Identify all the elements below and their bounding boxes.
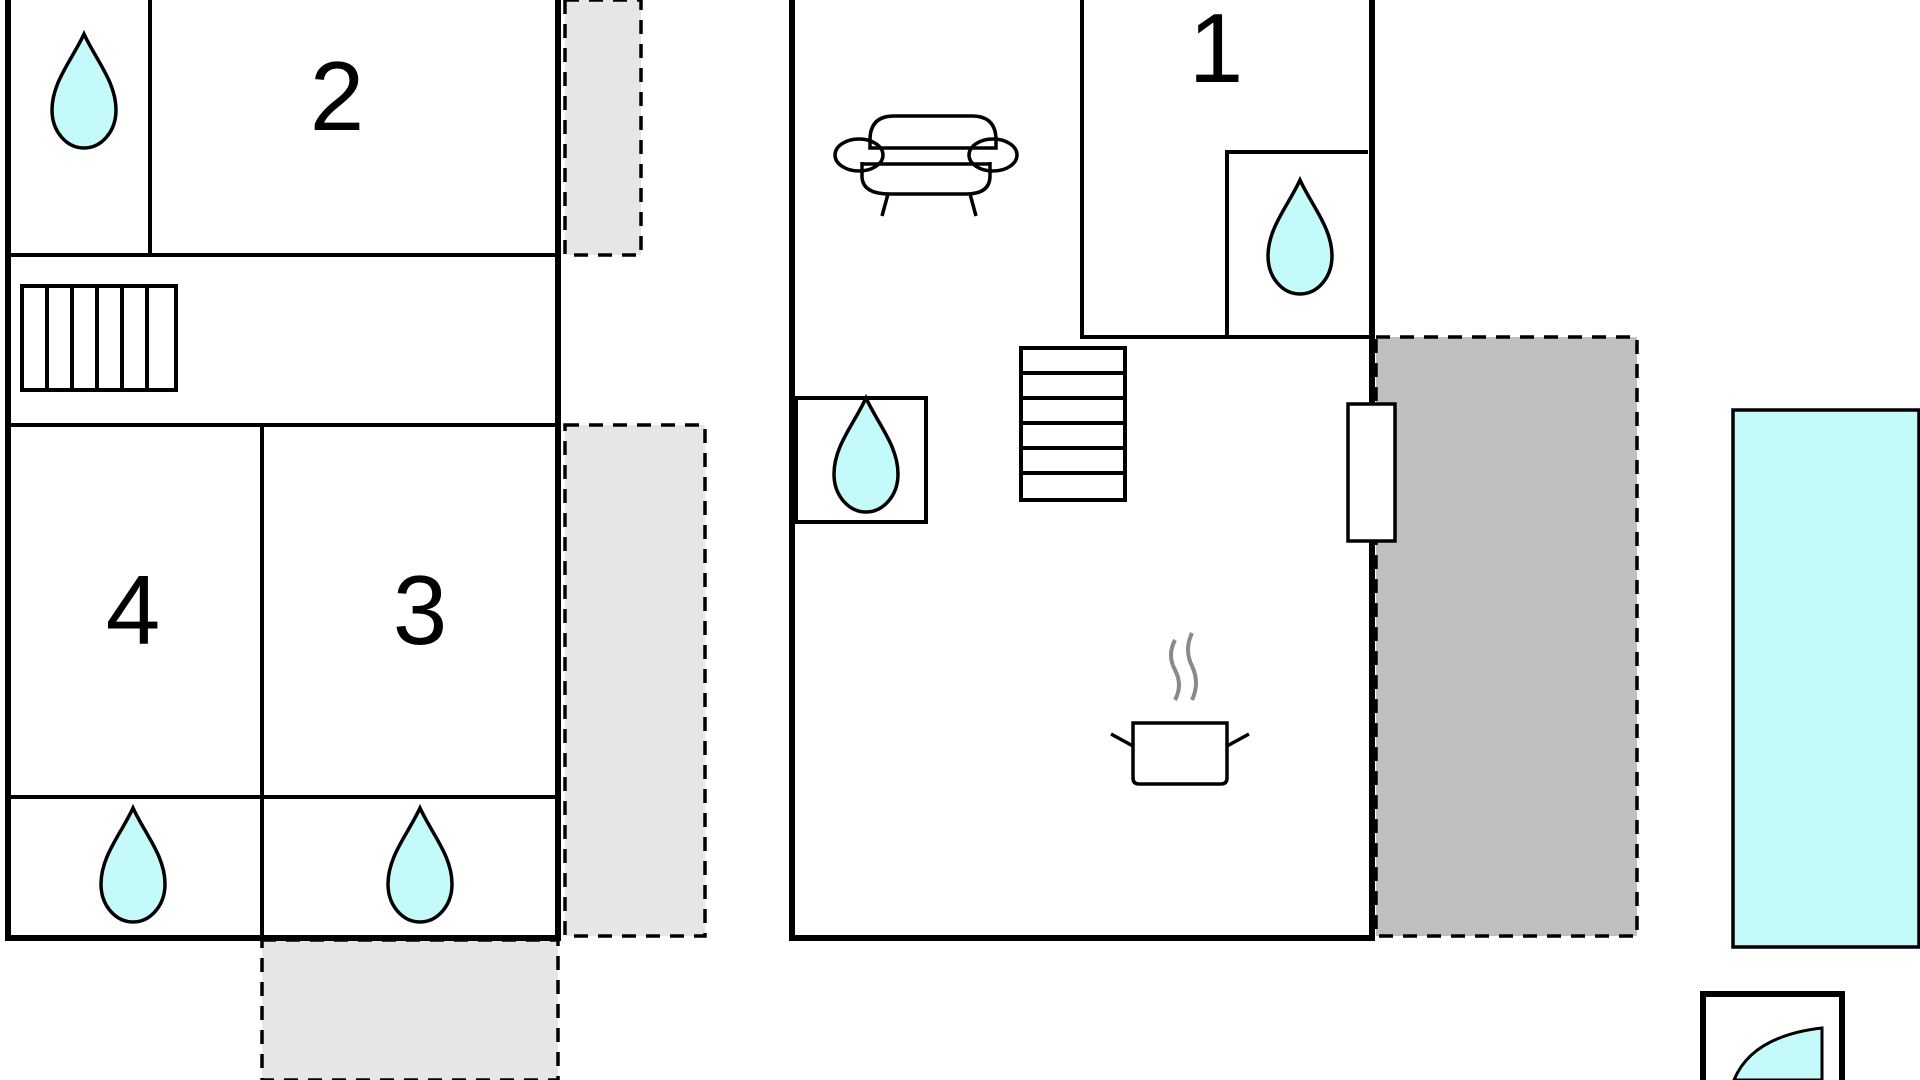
water-drop-icon (99, 803, 167, 924)
outer-wall-left (5, 0, 561, 941)
water-drop-icon (832, 393, 900, 514)
shower-door-icon (1700, 991, 1845, 1080)
building-right (789, 0, 1397, 941)
room-number-2: 2 (310, 41, 365, 151)
room-number-1: 1 (1189, 0, 1244, 103)
water-drops (50, 29, 1334, 924)
bedroom1-walls (1080, 0, 1372, 339)
terrace-bottom-left (260, 938, 560, 1080)
sofa-icon (833, 114, 1019, 217)
terrace-covered (1374, 335, 1639, 938)
stairs-icon (20, 284, 178, 392)
cooking-pot-icon (1110, 632, 1250, 786)
terrace-middle-left (563, 423, 707, 938)
room-number-3: 3 (393, 555, 448, 665)
room-number-4: 4 (106, 555, 161, 665)
water-drop-icon (50, 29, 118, 150)
water-drop-icon (386, 803, 454, 924)
swimming-pool (1731, 408, 1920, 949)
water-drop-icon (1266, 175, 1334, 296)
bath1-walls (1225, 150, 1368, 337)
building-left (5, 0, 561, 941)
terraces (260, 0, 1639, 1080)
terrace-top-left (563, 0, 643, 257)
bath-left-walls (794, 396, 928, 524)
stairs-icon (1019, 346, 1127, 502)
door-frame (1346, 402, 1397, 543)
